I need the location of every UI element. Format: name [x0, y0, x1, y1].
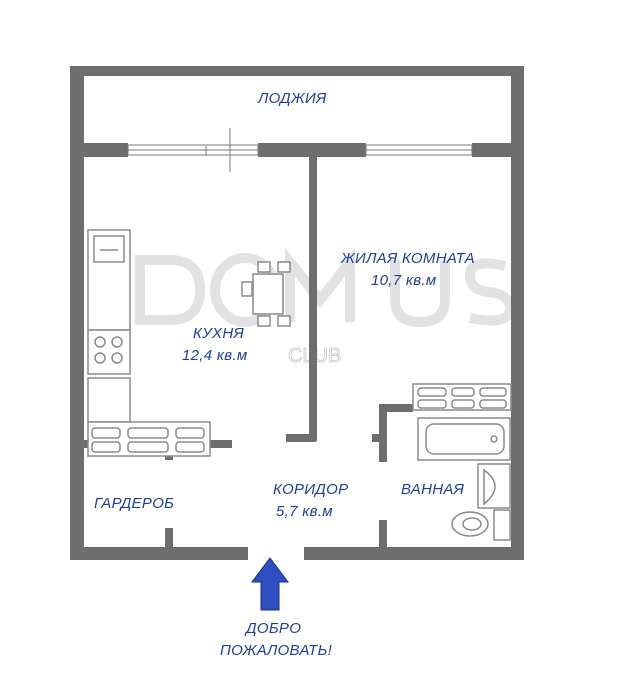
corridor-label: КОРИДОР — [273, 481, 349, 498]
kitchen-area: 12,4 кв.м — [182, 347, 248, 364]
living-shelf — [412, 383, 512, 411]
walls — [70, 66, 524, 560]
living-room-area: 10,7 кв.м — [371, 272, 437, 289]
entrance-arrow-icon — [251, 557, 289, 611]
sink-icon — [477, 463, 511, 509]
windows — [127, 128, 473, 172]
living-room-label: ЖИЛАЯ КОМНАТА — [341, 250, 475, 267]
watermark-logo — [135, 247, 516, 328]
welcome-line-1: ДОБРО — [246, 620, 302, 637]
kitchen-counter — [87, 229, 211, 457]
corridor-area: 5,7 кв.м — [276, 503, 333, 520]
dining-table-icon — [241, 261, 291, 327]
kitchen-label: КУХНЯ — [193, 325, 244, 342]
wardrobe-label: ГАРДЕРОБ — [94, 495, 175, 512]
loggia-label: ЛОДЖИЯ — [258, 90, 327, 107]
welcome-line-2: ПОЖАЛОВАТЬ! — [220, 642, 333, 659]
toilet-icon — [451, 509, 511, 541]
bathroom-label: ВАННАЯ — [401, 481, 465, 498]
bathtub-icon — [417, 417, 511, 461]
